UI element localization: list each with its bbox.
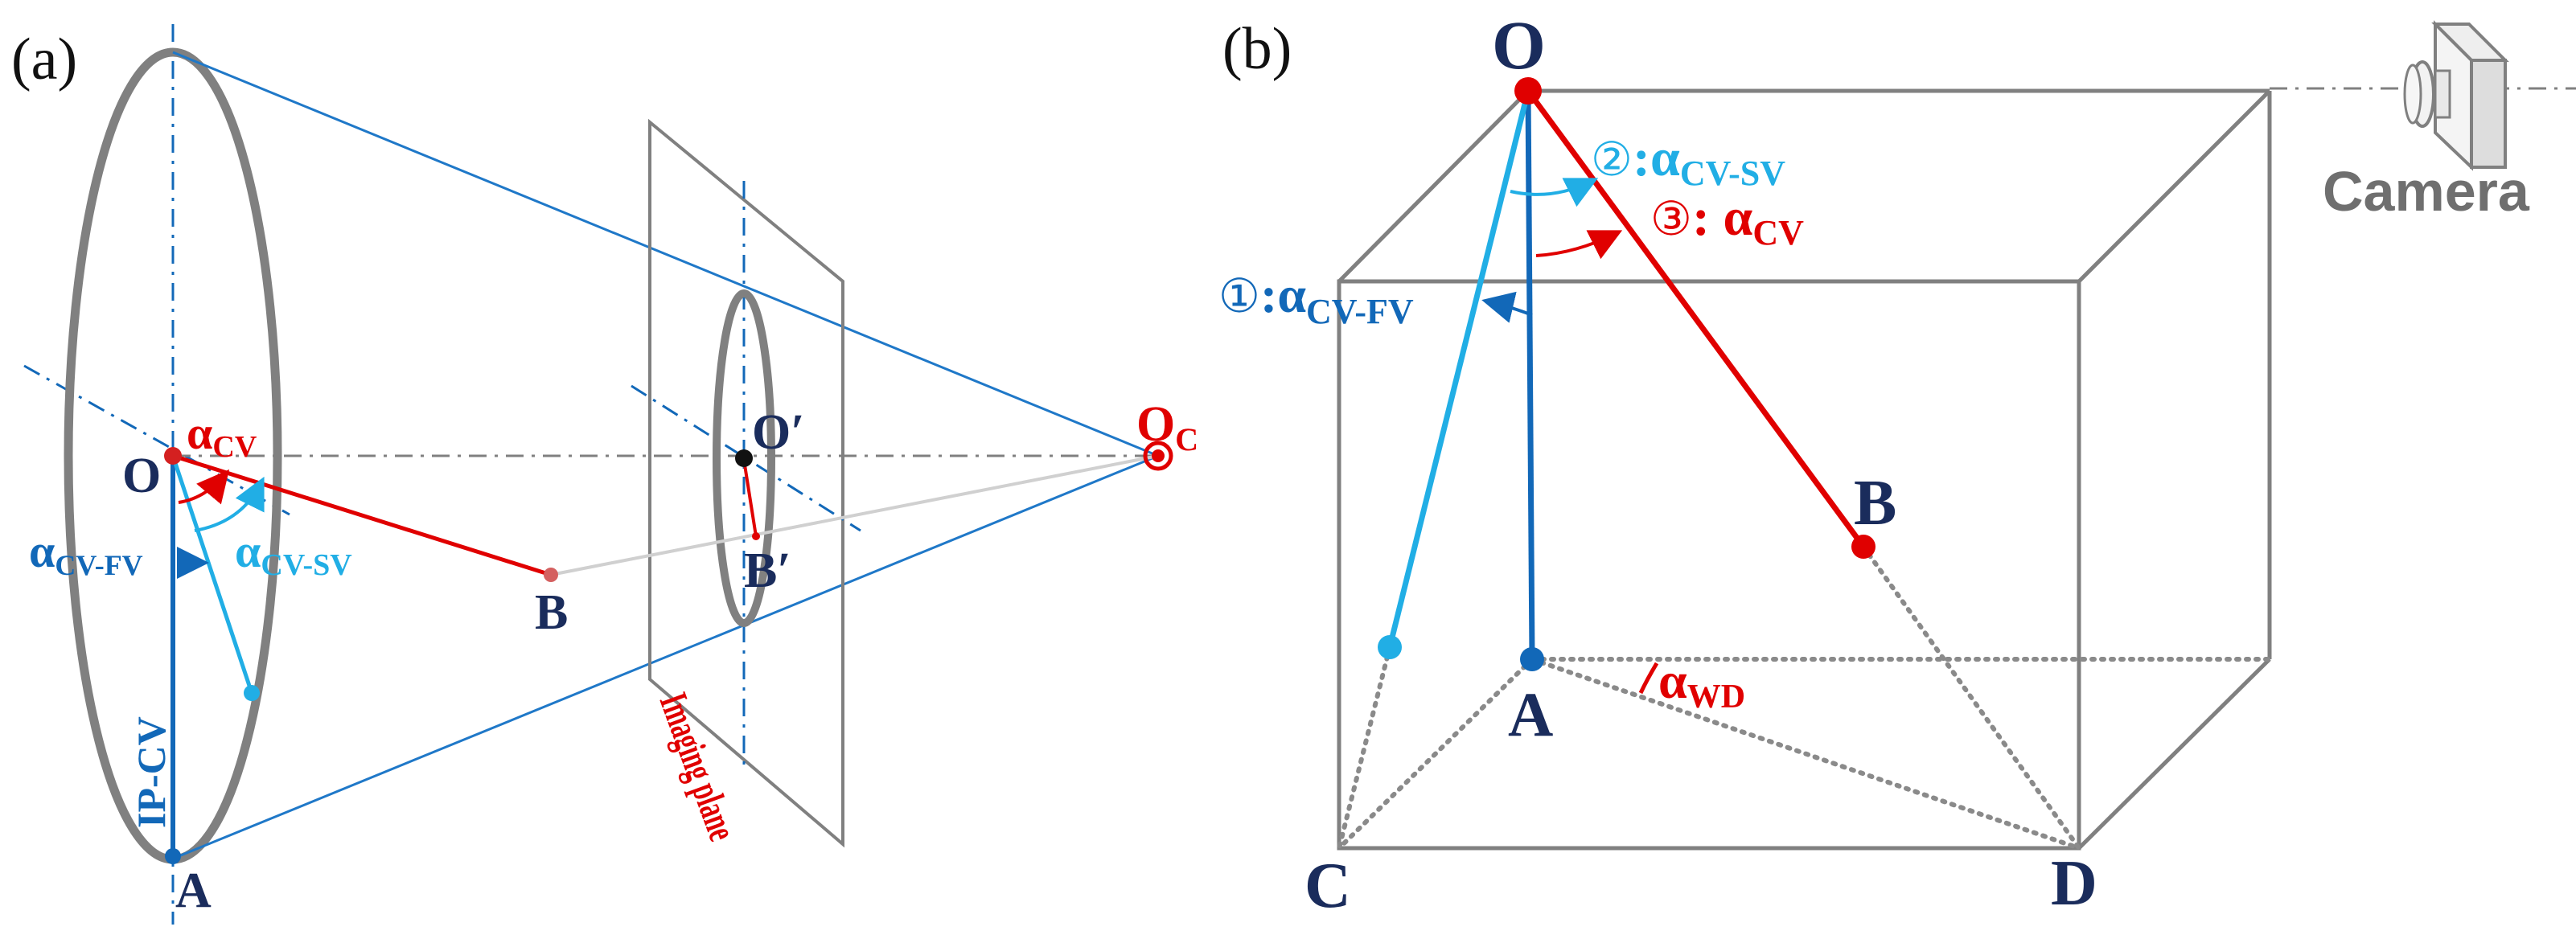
point-b-B-dot <box>1851 535 1876 559</box>
cone-bottom-line <box>172 454 1159 860</box>
label-b-D: D <box>2051 848 2097 919</box>
angle-b-cvsv-arc <box>1510 178 1599 207</box>
label-b-A: A <box>1508 679 1553 749</box>
label-angle3-sub: CV <box>1752 213 1804 252</box>
point-b-O-dot <box>1514 77 1542 105</box>
point-side-dot <box>244 685 260 701</box>
label-camera: Camera <box>2323 160 2530 223</box>
line-b-O-side <box>1387 90 1531 648</box>
line-OB <box>172 453 552 577</box>
label-b-B: B <box>1854 468 1896 539</box>
cube-edges <box>1337 88 2272 851</box>
label-alpha-cv-main: α <box>187 407 212 459</box>
line-b-OA <box>1525 90 1535 660</box>
label-angle2-num: ② <box>1591 133 1633 186</box>
label-b-O: O <box>1492 6 1546 84</box>
angle-b-cvfv-arc <box>1481 291 1533 323</box>
label-O: O <box>122 449 161 503</box>
label-angle3-num: ③ <box>1650 193 1692 245</box>
label-Oc-sub: C <box>1175 421 1198 457</box>
label-angle2-main: :α <box>1633 129 1680 187</box>
point-Oc-ring <box>1143 441 1173 471</box>
imaging-lateral-axis <box>631 384 861 532</box>
label-Oprime: O′ <box>752 405 805 460</box>
point-Bprime-dot <box>752 532 760 540</box>
label-Oc-main: O <box>1136 397 1175 452</box>
cone-top-line <box>172 51 1159 457</box>
label-alpha-cvsv-sub: CV-SV <box>261 548 352 582</box>
label-alpha-cvsv: αCV-SV <box>235 525 352 582</box>
angle-cv-arc <box>178 469 230 505</box>
angle-wd-arc <box>1638 662 1659 695</box>
label-alpha-cvfv-sub: CV-FV <box>55 549 142 581</box>
panel-b-label: (b) <box>1222 16 1292 82</box>
label-alpha-wd-main: α <box>1658 652 1687 709</box>
line-OprimeBprime <box>742 459 758 537</box>
label-angle2: ②:αCV-SV <box>1591 129 1785 193</box>
point-Oprime-dot <box>735 449 753 467</box>
label-angle3-main: : α <box>1692 188 1752 247</box>
label-alpha-wd: αWD <box>1658 652 1745 716</box>
point-Oc-dot <box>1152 449 1165 462</box>
projection-ray <box>550 454 1159 576</box>
point-B-dot <box>544 568 558 582</box>
label-angle1-main: :α <box>1260 266 1306 323</box>
angle-cvsv-arc <box>194 476 265 532</box>
label-Bprime: B′ <box>744 543 791 598</box>
label-imaging-plane: Imaging plane <box>651 687 746 847</box>
line-O-side <box>171 455 254 694</box>
cube-dotted-lines <box>1337 544 2272 851</box>
label-angle1-sub: CV-FV <box>1306 292 1414 331</box>
label-alpha-cv: αCV <box>187 407 257 464</box>
label-angle1-num: ① <box>1218 270 1260 322</box>
label-angle2-sub: CV-SV <box>1680 154 1785 193</box>
label-alpha-cvfv-main: α <box>29 525 55 577</box>
point-O-dot <box>164 447 182 465</box>
imaging-plane-frame <box>648 118 844 848</box>
label-ip-cv: IP-CV <box>129 716 174 828</box>
camera-icon <box>2403 20 2509 171</box>
point-A-dot <box>165 848 181 864</box>
panel-b: (b) <box>1218 6 2576 921</box>
panel-a-label: (a) <box>11 27 77 92</box>
label-A: A <box>175 863 212 918</box>
label-angle3: ③: αCV <box>1650 188 1804 252</box>
label-alpha-wd-sub: WD <box>1687 679 1745 716</box>
label-alpha-cv-sub: CV <box>212 430 257 464</box>
label-B: B <box>535 585 568 640</box>
imaging-ellipse <box>713 289 775 627</box>
line-b-OB <box>1526 88 1866 549</box>
label-Oc: OC <box>1136 397 1198 457</box>
label-angle1: ①:αCV-FV <box>1218 266 1414 331</box>
label-alpha-cvfv: αCV-FV <box>29 525 143 581</box>
point-b-A-dot <box>1520 647 1544 671</box>
point-b-side-dot <box>1378 635 1402 659</box>
label-alpha-cvsv-main: α <box>235 525 261 577</box>
panel-a: (a) O <box>11 24 1198 925</box>
label-b-C: C <box>1304 851 1351 921</box>
angle-b-cv-arc <box>1535 230 1623 260</box>
